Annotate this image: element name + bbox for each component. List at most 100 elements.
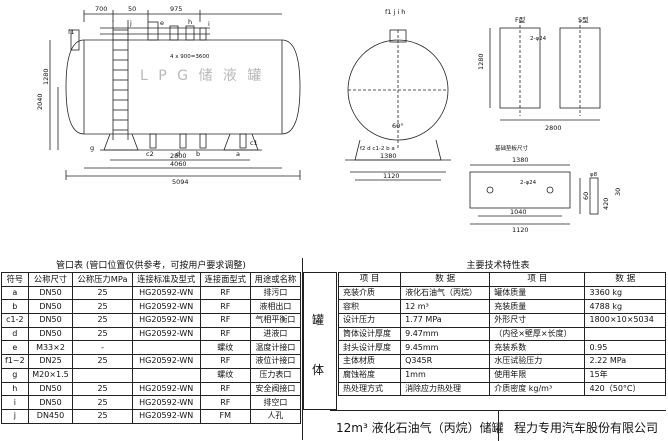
nozzle-letter: d: [176, 150, 180, 158]
nozzle-cell: 压力表口: [249, 367, 302, 383]
nozzle-cell: i: [1, 395, 29, 410]
spec-cell: （内径×壁厚×长度）: [489, 326, 586, 342]
nozzle-cell: DN450: [27, 408, 74, 424]
nozzle-cell: e: [1, 340, 29, 356]
dimension-label: 30: [614, 188, 622, 196]
nozzle-cell: 气相平衡口: [249, 313, 302, 328]
dimension-label: 基础垫板尺寸: [495, 144, 529, 152]
spec-cell: [584, 326, 666, 342]
nozzle-cell: HG20592-WN: [131, 395, 201, 410]
spec-cell: 4788 kg: [584, 299, 666, 315]
spec-cell: 封头设计厚度: [337, 340, 402, 356]
spec-header-cell: 项 目: [337, 272, 402, 287]
nozzle-letter: c1: [250, 139, 258, 147]
nozzle-cell: c1-2: [1, 313, 29, 328]
nozzle-letter: e: [160, 19, 164, 27]
spec-cell: 1800×10×5034: [584, 313, 666, 328]
nozzle-header-cell: 公称尺寸: [27, 272, 74, 287]
title-block: 12m³ 液化石油气（丙烷）储罐 程力专用汽车股份有限公司: [330, 410, 666, 441]
nozzle-cell: RF: [199, 326, 251, 342]
nozzle-cell: RF: [199, 299, 251, 315]
spec-cell: 3360 kg: [584, 285, 666, 301]
nozzle-cell: [131, 340, 201, 356]
nozzle-cell: DN25: [27, 354, 74, 369]
dimension-label: 700: [95, 5, 107, 13]
nozzle-cell: DN50: [27, 326, 74, 342]
spec-header-cell: 项 目: [489, 272, 586, 287]
nozzle-cell: DN50: [27, 285, 74, 301]
side-label-char: 体: [312, 363, 325, 377]
nozzle-cell: 进液口: [249, 326, 302, 342]
nozzle-cell: 25: [72, 326, 133, 342]
drawing-title: 12m³ 液化石油气（丙烷）储罐: [336, 421, 504, 435]
nozzle-letter: b: [196, 150, 200, 158]
nozzle-cell: HG20592-WN: [131, 313, 201, 328]
dimension-label: 1120: [383, 172, 400, 180]
nozzle-cell: g: [1, 367, 29, 383]
nozzle-cell: 25: [72, 299, 133, 315]
spec-cell: 热处理方式: [337, 381, 402, 397]
nozzle-cell: [131, 367, 201, 383]
nozzle-letter: h: [188, 18, 192, 26]
nozzle-cell: 25: [72, 285, 133, 301]
nozzle-cell: FM: [199, 408, 251, 424]
side-label-char: 罐: [312, 313, 325, 327]
spec-cell: 罐体质量: [489, 285, 586, 301]
spec-cell: 充装系数: [489, 340, 586, 356]
dimension-label: S型: [578, 15, 589, 24]
dimension-label: 60°: [392, 122, 404, 130]
spec-cell: 充装介质: [337, 285, 402, 301]
dimension-label: 1280: [42, 68, 50, 85]
nozzle-cell: [72, 367, 133, 383]
nozzle-header-cell: 连接标准及型式: [131, 272, 201, 287]
dimension-label: φ8: [590, 172, 598, 178]
nozzle-cell: HG20592-WN: [131, 381, 201, 397]
nozzle-cell: 排空口: [249, 395, 302, 410]
spec-cell: 15年: [584, 367, 666, 383]
dimension-label: 4060: [170, 160, 187, 168]
side-label: 罐 体: [303, 272, 337, 410]
nozzle-letter: i: [208, 20, 210, 28]
nozzle-cell: HG20592-WN: [131, 408, 201, 424]
dimension-label: 2-φ24: [530, 36, 547, 42]
nozzle-cell: HG20592-WN: [131, 354, 201, 369]
dimension-label: 1380: [512, 156, 529, 164]
dimension-label: f2 d c1-2 b a: [360, 146, 395, 152]
spec-cell: 1.77 MPa: [400, 313, 491, 328]
spec-cell: 筒体设计厚度: [337, 326, 402, 342]
spec-cell: 9.47mm: [400, 326, 491, 342]
spec-cell: 液化石油气（丙烷）: [400, 285, 491, 301]
dimension-label: 2040: [36, 93, 44, 110]
spec-cell: 水压试验压力: [489, 354, 586, 369]
spec-cell: 容积: [337, 299, 402, 315]
dimension-label: 60: [582, 192, 590, 200]
nozzle-table-header: 符号 公称尺寸 公称压力MPa 连接标准及型式 连接面型式 用途或名称: [1, 272, 302, 287]
spec-cell: 外形尺寸: [489, 313, 586, 328]
nozzle-header-cell: 符号: [1, 272, 29, 287]
dimension-label: 2800: [545, 124, 562, 132]
nozzle-cell: DN50: [27, 299, 74, 315]
nozzle-letter: c2: [146, 150, 154, 158]
nozzle-cell: 25: [72, 313, 133, 328]
nozzle-cell: DN50: [27, 381, 74, 397]
manufacturer-name: 程力专用汽车股份有限公司: [513, 421, 658, 435]
nozzle-cell: j: [1, 408, 29, 424]
spec-cell: 使用年限: [489, 367, 586, 383]
dimension-label: f1 j i h: [385, 8, 405, 16]
spec-cell: 主体材质: [337, 354, 402, 369]
spec-header-cell: 数 据: [584, 272, 666, 287]
spec-cell: 消除应力热处理: [400, 381, 491, 397]
nozzle-cell: 液相出口: [249, 299, 302, 315]
watermark-text: L P G 储 液 罐: [140, 68, 264, 84]
nozzle-cell: 液位计接口: [249, 354, 302, 369]
